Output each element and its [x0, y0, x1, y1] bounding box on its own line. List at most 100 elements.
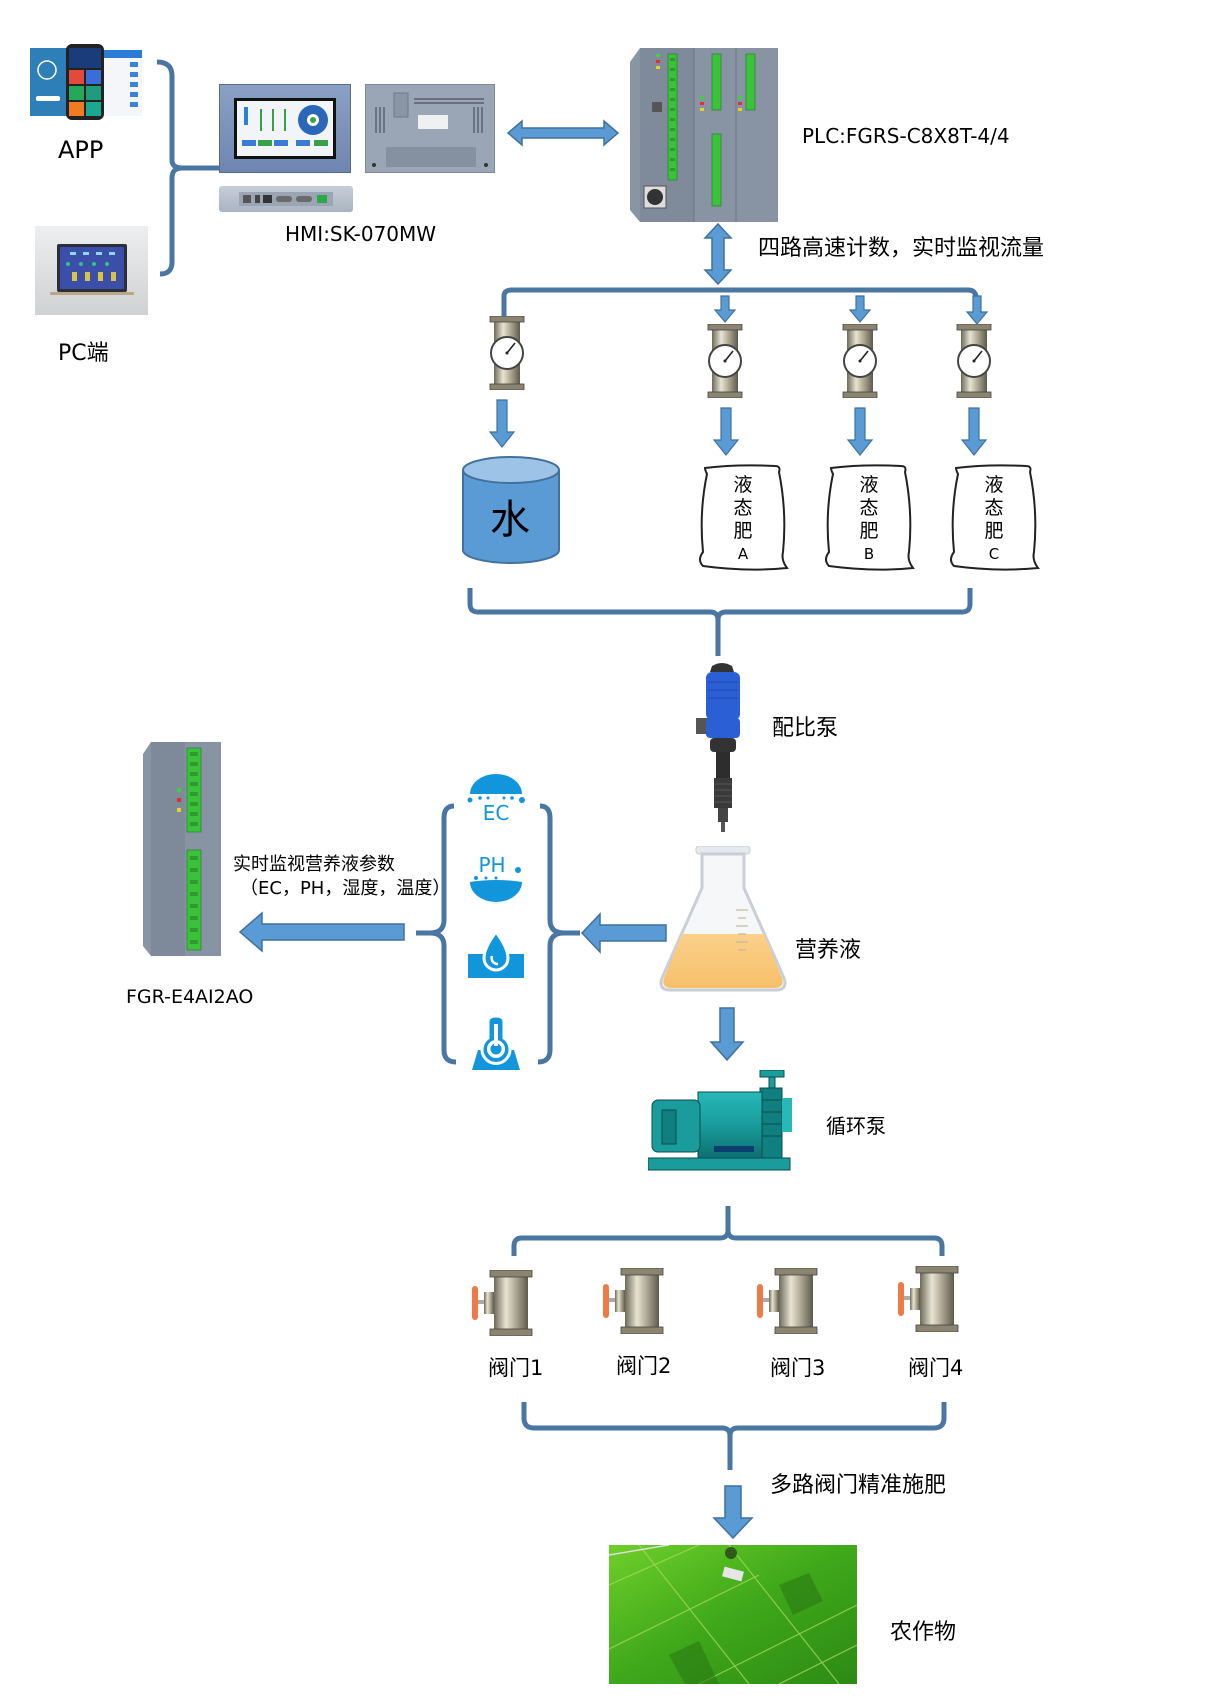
valves-brace-top — [511, 1206, 945, 1256]
flask-to-sensors-arrow — [580, 912, 667, 954]
valve-2 — [601, 1267, 667, 1335]
pc-device-image — [35, 226, 148, 315]
laptop-icon — [50, 244, 134, 295]
sensors-brace-left — [416, 803, 457, 1065]
thermometer-icon — [472, 1014, 520, 1070]
water-tank-icon — [462, 456, 560, 564]
water-drop-icon — [468, 929, 524, 978]
gate-valve-icon — [603, 1267, 664, 1335]
meter-output-arrows — [488, 399, 988, 456]
hmi-plc-arrow — [506, 119, 620, 147]
dosing-pump-label: 配比泵 — [772, 716, 839, 741]
nutrient-solution-label: 营养液 — [795, 938, 862, 963]
monitor-label-line2: （EC，PH，湿度，温度） — [240, 878, 451, 899]
centrifugal-pump-icon — [647, 1069, 792, 1171]
bag-char: 肥 — [733, 520, 753, 542]
sack-icon — [950, 464, 1040, 571]
plc-module-icon — [630, 48, 778, 222]
nutrient-flask — [656, 845, 790, 994]
erlenmeyer-flask-icon — [659, 845, 787, 992]
to-crops-arrow — [712, 1485, 754, 1540]
hmi-rear-icon — [372, 92, 488, 167]
sack-icon — [825, 464, 915, 571]
farmland-photo-icon — [609, 1545, 857, 1684]
bag-char: 肥 — [859, 520, 879, 542]
sack-icon — [699, 464, 789, 571]
io-module-image — [143, 740, 221, 958]
io-module-icon — [143, 742, 221, 956]
circulation-pump — [647, 1069, 794, 1174]
ec-sensor: EC — [466, 774, 526, 826]
ec-text: EC — [483, 801, 510, 825]
hmi-label: HMI:SK-070MW — [285, 222, 437, 246]
bag-letter: C — [988, 545, 1000, 563]
valve-4 — [896, 1265, 962, 1333]
temperature-sensor — [466, 1014, 526, 1072]
plc-label: PLC:FGRS-C8X8T-4/4 — [802, 124, 1010, 148]
valve-3 — [755, 1267, 821, 1335]
crops-label: 农作物 — [890, 1620, 957, 1645]
app-label: APP — [58, 136, 104, 164]
fertilizer-bag-b: 液 态 肥 B — [823, 462, 915, 576]
gate-valve-icon — [757, 1267, 818, 1335]
precision-fertilization-label: 多路阀门精准施肥 — [770, 1473, 947, 1498]
plc-meter-link-label: 四路高速计数，实时监视流量 — [758, 236, 1045, 261]
flowmeter-brace — [501, 287, 979, 316]
app-device-image — [30, 44, 142, 120]
crops-image — [609, 1545, 857, 1684]
hmi-front-image — [219, 84, 351, 173]
flask-to-pump-arrow — [709, 1007, 745, 1062]
hmi-bottom-image — [219, 186, 353, 212]
flowmeter-a — [706, 323, 744, 399]
mixing-brace — [467, 588, 973, 656]
meter-feed-arrows — [713, 295, 989, 325]
bag-char: 液 — [859, 474, 879, 496]
flowmeter-gauge-icon — [842, 323, 878, 399]
hmi-back-image — [365, 84, 495, 173]
bag-char: 态 — [984, 497, 1004, 519]
plc-image — [630, 44, 778, 222]
clients-brace — [156, 59, 219, 277]
io-module-label: FGR-E4AI2AO — [126, 986, 254, 1008]
bag-letter: B — [863, 545, 875, 563]
valve-3-label: 阀门3 — [770, 1356, 826, 1380]
ph-text: PH — [478, 853, 505, 877]
valve-4-label: 阀门4 — [908, 1356, 964, 1380]
bag-char: 态 — [859, 497, 879, 519]
bag-char: 态 — [733, 497, 753, 519]
pc-label: PC端 — [58, 341, 109, 366]
valves-brace-bottom — [521, 1402, 947, 1470]
dosing-pump-icon — [696, 663, 740, 832]
dosing-pump — [694, 662, 750, 834]
fertilizer-bag-a: 液 态 肥 A — [697, 462, 789, 576]
plc-meter-arrow — [703, 222, 733, 286]
fertilizer-bag-c: 液 态 肥 C — [948, 462, 1040, 576]
water-tank: 水 — [462, 456, 560, 564]
ph-sensor-icon: PH — [470, 853, 522, 902]
flowmeter-gauge-icon — [956, 323, 992, 399]
flowmeter-gauge-icon — [489, 315, 525, 391]
hmi-ports-icon — [239, 192, 333, 206]
bag-char: 肥 — [984, 520, 1004, 542]
water-tank-label: 水 — [490, 497, 530, 543]
bag-letter: A — [737, 545, 749, 563]
monitor-label-line1: 实时监视营养液参数 — [233, 854, 395, 875]
circulation-pump-label: 循环泵 — [826, 1114, 886, 1138]
flowmeter-gauge-icon — [707, 323, 743, 399]
valve-2-label: 阀门2 — [616, 1354, 672, 1378]
valve-1-label: 阀门1 — [488, 1356, 544, 1380]
ph-sensor: PH — [466, 852, 526, 904]
flowmeter-c — [955, 323, 993, 399]
valve-1 — [470, 1269, 536, 1337]
flowmeter-b — [841, 323, 879, 399]
gate-valve-icon — [898, 1265, 959, 1333]
sensors-brace-right — [537, 803, 580, 1065]
ec-sensor-icon: EC — [467, 774, 525, 825]
bag-char: 液 — [984, 474, 1004, 496]
smartphone-app-icon — [30, 44, 142, 120]
humidity-sensor — [466, 928, 526, 980]
sensors-to-module-arrow — [238, 911, 405, 953]
bag-char: 液 — [733, 474, 753, 496]
hmi-screen-icon — [234, 98, 336, 159]
